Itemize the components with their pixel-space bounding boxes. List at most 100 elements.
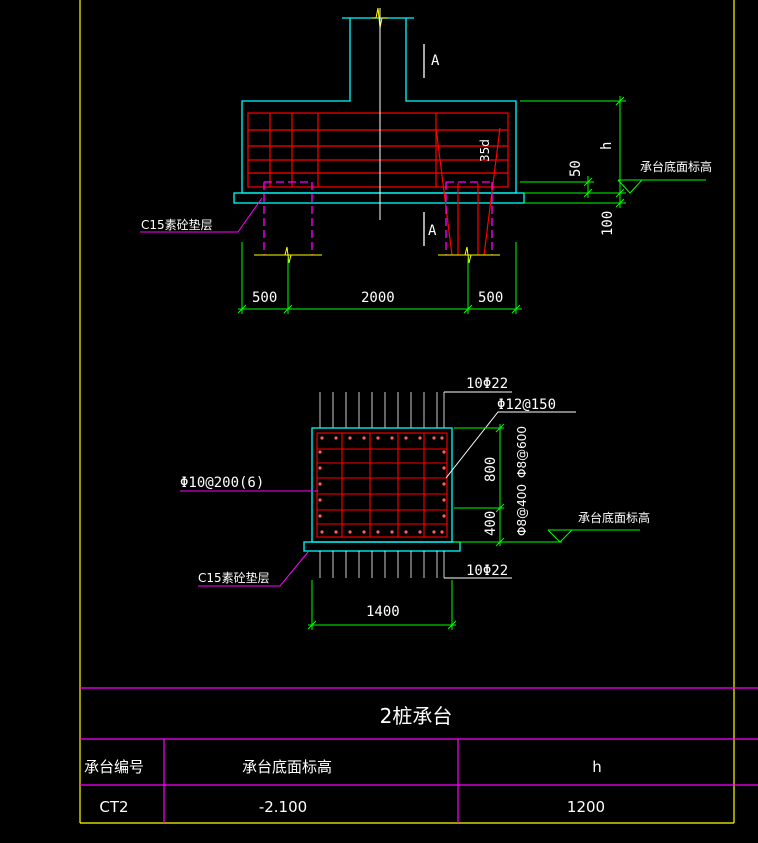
spacing-lower-label: Φ8@400 [515,484,529,536]
break-symbol-left [282,246,292,264]
section-stirrup [316,432,448,538]
anchor-bar-right [483,127,501,256]
dim-50-label: 50 [568,160,584,177]
section-elev-label: 承台底面标高 [578,510,650,525]
table-header-id: 承台编号 [84,758,144,776]
section-elevation-mark [504,529,640,543]
rebar-dot [318,466,322,470]
section-tick-mid [495,503,505,513]
section-bedding-label: C15素砼垫层 [198,570,270,585]
drawing-frame [79,0,735,824]
width-tick-right [447,620,457,630]
tick-3 [463,304,473,314]
rebar-dot [442,498,446,502]
rebar-dot [432,530,436,534]
stirrup-label: Φ12@150 [497,397,556,413]
table-title: 2桩承台 [380,704,453,728]
section-view: 10Φ22 Φ12@150 Φ10@200(6) 10Φ22 C15素砼垫层 8… [180,376,650,630]
table-cell-elevation: -2.100 [259,798,307,816]
elevation-bottom-dims [237,242,522,314]
rebar-dot [418,530,422,534]
rebar-dot [362,530,366,534]
cushion-layer-section [303,541,461,552]
rebar-dot [334,530,338,534]
section-tick-top [495,423,505,433]
bottom-bar-label: 10Φ22 [466,563,508,579]
elevation-triangle [617,179,643,194]
tick-h-base [615,198,625,208]
dim-bottom-center-label: 2000 [361,290,395,306]
tick-1 [237,304,247,314]
dim-h-label: h [599,142,615,150]
rebar-dot [362,436,366,440]
section-cap-body [311,427,453,543]
rebar-dot [320,530,324,534]
width-label: 1400 [366,604,400,620]
cushion-layer-elevation [233,192,525,204]
cap-rebar [247,112,509,256]
dim-100-label: 100 [600,211,616,236]
section-rebar-dots [318,436,446,534]
section-width-dim [307,580,457,630]
cap-outline [233,17,525,204]
rebar-dot [390,436,394,440]
bottom-elevation-mark [617,179,706,194]
elevation-right-dims [520,96,626,208]
rebar-dot [418,436,422,440]
column-outline [241,18,517,194]
top-bar-label: 10Φ22 [466,376,508,392]
bedding-leader [140,197,263,233]
tick-h-top [615,96,625,106]
rebar-dot [440,530,444,534]
dim-bottom-left-label: 500 [252,290,277,306]
section-right-dims [454,423,505,547]
section-outline [303,427,461,552]
stirrup-leader [445,411,576,479]
rebar-dot [390,530,394,534]
top-vertical-bars [319,392,445,428]
rebar-dot [442,482,446,486]
rebar-dot [376,436,380,440]
rebar-dot [318,498,322,502]
tick-4 [511,304,521,314]
tick-50-bottom [583,188,593,198]
width-tick-left [307,620,317,630]
rebar-dot [318,514,322,518]
piles [263,181,493,255]
section-elev-triangle [547,529,573,543]
table-cell-id: CT2 [99,798,128,816]
rebar-dot [442,450,446,454]
break-symbol-right [462,246,472,264]
rebar-dot [404,530,408,534]
rebar-dot [404,436,408,440]
table-cell-h: 1200 [567,798,605,816]
dim-400-label: 400 [483,511,499,536]
rebar-dot [440,436,444,440]
rebar-dot [334,436,338,440]
rebar-cage-outer [247,112,509,188]
break-symbol-top [372,7,388,29]
section-leaders [444,391,576,579]
rebar-dot [320,436,324,440]
spacing-upper-label: Φ8@600 [515,426,529,478]
bottom-elevation-label: 承台底面标高 [640,159,712,174]
section-mark-bottom-label: A [428,223,437,239]
rebar-dot [376,530,380,534]
rebar-dot [318,450,322,454]
tick-50-top [583,177,593,187]
section-bedding-leader [198,551,309,587]
pile-bottom-lines [254,246,500,264]
tick-2 [283,304,293,314]
rebar-dot [318,482,322,486]
section-mark-top-label: A [431,53,440,69]
table-header-elevation: 承台底面标高 [242,758,332,776]
rebar-dot [442,514,446,518]
tick-h-bottom [615,188,625,198]
section-rebar [316,432,448,538]
pile-cap-table: 2桩承台 承台编号 承台底面标高 h CT2 -2.100 1200 [80,687,758,823]
bottom-vertical-bars [319,551,445,578]
side-bar-label: Φ10@200(6) [180,475,264,491]
dim-bottom-right-label: 500 [478,290,503,306]
rebar-dot [442,466,446,470]
